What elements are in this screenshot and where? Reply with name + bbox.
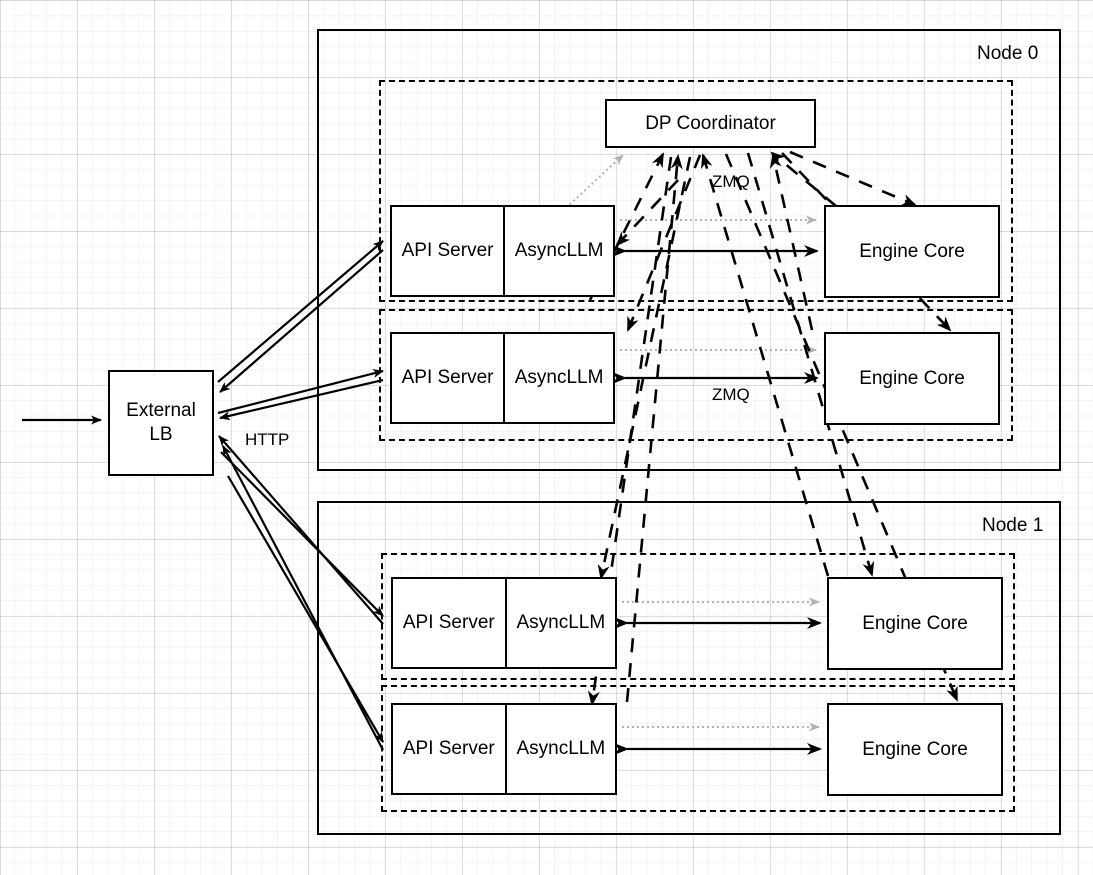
asyncllm-cell[interactable]: AsyncLLM [514,367,604,388]
node-1-label: Node 1 [982,515,1044,536]
node-0-frame [317,29,1061,471]
node-1-group-0-frame [381,553,1015,680]
api-server-cell[interactable]: API Server [392,207,506,295]
asyncllm-cell[interactable]: AsyncLLM [514,240,604,261]
asyncllm-cell[interactable]: AsyncLLM [516,738,606,759]
node-0-group-1-server-box[interactable]: API Server AsyncLLM [390,332,615,424]
http-label: HTTP [245,430,290,449]
node-1-group-0-engine-core[interactable]: Engine Core [827,577,1003,670]
node-0-group-1-engine-core[interactable]: Engine Core [824,332,1000,425]
node-0-label: Node 0 [977,43,1039,64]
dp-coordinator-box[interactable]: DP Coordinator [605,99,816,148]
node-0-group-0-engine-core[interactable]: Engine Core [824,205,1000,298]
api-server-cell[interactable]: API Server [393,579,507,667]
node-0-group-1-frame [379,309,1013,441]
node-1-group-1-frame [381,685,1015,812]
asyncllm-cell[interactable]: AsyncLLM [516,612,606,633]
node-0-group-0-frame [379,80,1013,302]
node-1-frame [317,501,1061,835]
node-0-group-0-server-box[interactable]: API Server AsyncLLM [390,205,615,297]
external-lb-box[interactable]: External LB [108,370,214,476]
node-1-group-0-server-box[interactable]: API Server AsyncLLM [391,577,617,669]
node-1-group-1-engine-core[interactable]: Engine Core [827,703,1003,796]
node-1-group-1-server-box[interactable]: API Server AsyncLLM [391,703,617,795]
api-server-cell[interactable]: API Server [393,705,507,793]
zmq-label-bottom: ZMQ [712,385,750,404]
zmq-label-top: ZMQ [712,172,750,191]
api-server-cell[interactable]: API Server [392,334,506,422]
